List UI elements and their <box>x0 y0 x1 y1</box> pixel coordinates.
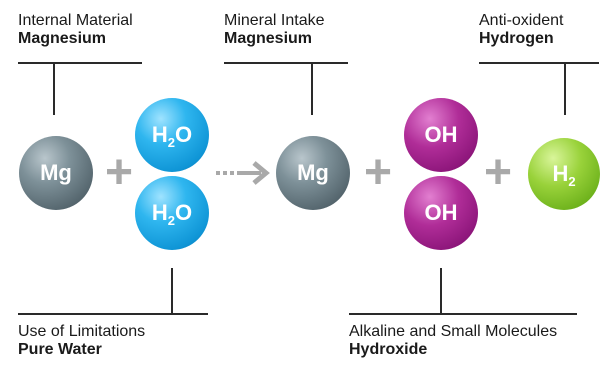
hydroxide-bottom-label: OH <box>424 200 458 225</box>
rule-mineral-intake-vertical <box>311 62 313 115</box>
dotted-arrow-icon <box>216 161 270 185</box>
rule-alkaline-vertical <box>440 268 442 314</box>
plus-sign-2: + <box>363 146 393 199</box>
water-bottom-h: H <box>151 200 168 225</box>
water-molecule-top: H2O <box>135 98 209 172</box>
hydrogen-molecule: H2 <box>528 138 600 210</box>
label-anti-oxidant-line1: Anti-oxident <box>479 12 564 29</box>
rule-mineral-intake-horizontal <box>224 62 348 64</box>
label-alkaline-line2: Hydroxide <box>349 341 428 359</box>
hydroxide-molecule-top: OH <box>404 98 478 172</box>
plus-sign-3: + <box>483 146 513 199</box>
water-top-o: O <box>175 122 193 147</box>
water-molecule-bottom-label: H2O <box>151 200 193 228</box>
rule-use-of-limitations-horizontal <box>18 313 208 315</box>
label-use-of-limitations-line1: Use of Limitations <box>18 323 146 340</box>
water-bottom-o: O <box>175 200 193 225</box>
label-mineral-intake: Mineral Intake Magnesium <box>224 12 325 49</box>
rule-anti-oxidant-vertical <box>564 62 566 115</box>
rule-alkaline-horizontal <box>349 313 577 315</box>
hydrogen-h: H <box>552 161 569 186</box>
water-molecule-bottom: H2O <box>135 176 209 250</box>
hydrogen-subscript: 2 <box>568 174 576 189</box>
hydroxide-molecule-bottom: OH <box>404 176 478 250</box>
label-mineral-intake-line2: Magnesium <box>224 30 313 48</box>
hydroxide-top-label: OH <box>424 122 458 147</box>
label-internal-material: Internal Material Magnesium <box>18 12 133 49</box>
plus-sign-1: + <box>104 146 134 199</box>
water-molecule-top-label: H2O <box>151 122 193 150</box>
label-internal-material-line2: Magnesium <box>18 30 107 48</box>
hydrogen-molecule-label: H2 <box>552 161 576 189</box>
label-anti-oxidant: Anti-oxident Hydrogen <box>479 12 564 49</box>
rule-internal-material-vertical <box>53 62 55 115</box>
magnesium-atom-left-label: Mg <box>40 160 72 185</box>
rule-use-of-limitations-vertical <box>171 268 173 314</box>
water-bottom-subscript: 2 <box>167 213 175 228</box>
water-top-h: H <box>151 122 168 147</box>
rule-anti-oxidant-horizontal <box>479 62 599 64</box>
label-alkaline-line1: Alkaline and Small Molecules <box>349 323 558 340</box>
label-use-of-limitations-line2: Pure Water <box>18 341 102 359</box>
label-use-of-limitations: Use of Limitations Pure Water <box>18 323 145 360</box>
magnesium-atom-right-label: Mg <box>297 160 329 185</box>
magnesium-atom-left: Mg <box>19 136 93 210</box>
magnesium-atom-right: Mg <box>276 136 350 210</box>
label-mineral-intake-line1: Mineral Intake <box>224 12 325 29</box>
label-anti-oxidant-line2: Hydrogen <box>479 30 554 48</box>
rule-internal-material-horizontal <box>18 62 142 64</box>
label-alkaline: Alkaline and Small Molecules Hydroxide <box>349 323 557 360</box>
water-top-subscript: 2 <box>167 135 175 150</box>
label-internal-material-line1: Internal Material <box>18 12 133 29</box>
